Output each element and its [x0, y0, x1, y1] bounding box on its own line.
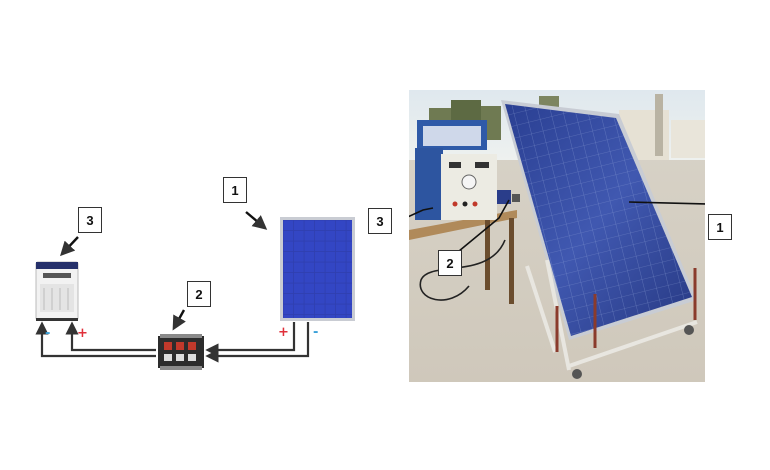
controller-device — [497, 190, 520, 204]
trolley-wheel — [684, 325, 694, 335]
setup-photo — [409, 90, 705, 382]
panel-positive-sign: + — [278, 325, 289, 340]
battery-positive-sign: + — [77, 326, 88, 341]
panel-negative-sign: - — [313, 325, 319, 340]
schematic-label-battery: 3 — [78, 207, 102, 233]
charge-controller-icon — [158, 334, 204, 370]
photo-leader-lines — [409, 199, 705, 257]
battery-negative-sign: - — [45, 326, 51, 341]
photo-label-battery: 3 — [368, 208, 392, 234]
solar-panel-icon — [280, 217, 355, 321]
wiring — [35, 321, 310, 363]
pv-panel — [501, 100, 697, 340]
trolley-posts — [555, 268, 697, 352]
schematic-label-controller: 2 — [187, 281, 211, 307]
photo-label-controller: 2 — [438, 250, 462, 276]
battery-unit-icon — [35, 261, 79, 321]
label-pointers — [60, 211, 268, 331]
photo-label-panel: 1 — [708, 214, 732, 240]
schematic-label-panel: 1 — [223, 177, 247, 203]
trolley-wheel — [572, 369, 582, 379]
test-unit-box — [415, 120, 497, 220]
cable — [419, 239, 506, 301]
